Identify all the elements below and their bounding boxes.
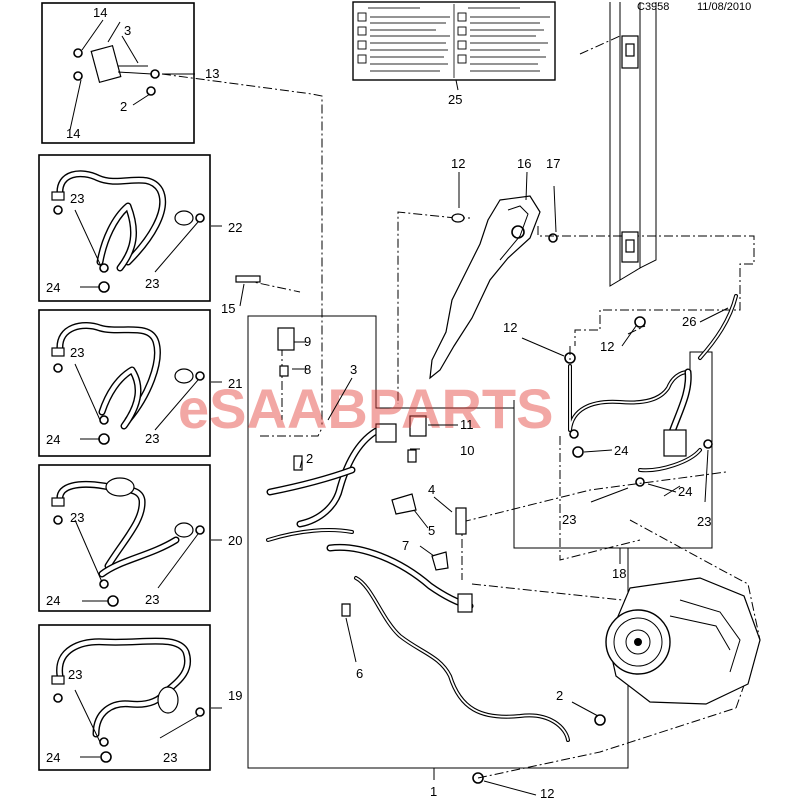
label-23-d: 23	[145, 431, 159, 446]
label-23-i: 23	[562, 512, 576, 527]
warning-label-illustration	[352, 1, 556, 81]
label-leader-lines	[107, 21, 729, 796]
label-6: 6	[356, 666, 363, 681]
label-17: 17	[546, 156, 560, 171]
label-23-c: 23	[70, 345, 84, 360]
label-2-main: 2	[306, 451, 313, 466]
label-18: 18	[612, 566, 626, 581]
inset-box-20	[38, 464, 222, 612]
label-23-h: 23	[163, 750, 177, 765]
label-12-lower: 12	[540, 786, 554, 800]
label-8: 8	[304, 362, 311, 377]
label-13: 13	[205, 66, 219, 81]
label-3: 3	[124, 23, 131, 38]
label-7: 7	[402, 538, 409, 553]
fittings-small	[235, 275, 261, 283]
label-14-lower: 14	[66, 126, 80, 141]
label-21: 21	[228, 376, 242, 391]
label-14: 14	[93, 5, 107, 20]
label-24-c: 24	[46, 593, 60, 608]
esaabparts-watermark: eSAABPARTS	[178, 377, 553, 440]
label-24-e: 24	[614, 443, 628, 458]
condenser-illustration	[609, 2, 657, 287]
label-3-main: 3	[350, 362, 357, 377]
label-24-f: 24	[678, 484, 692, 499]
hose-assembly-18	[513, 294, 738, 549]
label-23-g: 23	[68, 667, 82, 682]
compressor-illustration	[605, 577, 761, 705]
label-16: 16	[517, 156, 531, 171]
drawing-date: 11/08/2010	[697, 1, 751, 13]
inset-box-21	[38, 309, 222, 457]
label-23-f: 23	[145, 592, 159, 607]
label-9: 9	[304, 334, 311, 349]
label-22: 22	[228, 220, 242, 235]
label-15: 15	[221, 301, 235, 316]
inset-box-19	[38, 624, 222, 771]
label-4: 4	[428, 482, 435, 497]
label-10: 10	[460, 443, 474, 458]
inset-box-13	[41, 2, 195, 144]
drawing-code: C3958	[637, 1, 669, 13]
label-2-lower: 2	[556, 688, 563, 703]
label-12-top: 12	[451, 156, 465, 171]
part-number-labels: 14 3 13 2 14 23 22 24 23 23 21 24 23 23 …	[46, 5, 711, 800]
label-25: 25	[448, 92, 462, 107]
bracket-16	[429, 195, 558, 380]
label-5: 5	[428, 523, 435, 538]
label-11: 11	[460, 417, 474, 432]
refrigerant-line-main	[266, 327, 606, 784]
label-23-j: 23	[697, 514, 711, 529]
inset-box-22	[38, 154, 222, 302]
label-23: 23	[70, 191, 84, 206]
label-19: 19	[228, 688, 242, 703]
label-20: 20	[228, 533, 242, 548]
label-23-e: 23	[70, 510, 84, 525]
label-24-b: 24	[46, 432, 60, 447]
label-2: 2	[120, 99, 127, 114]
label-26: 26	[682, 314, 696, 329]
label-12-right: 12	[600, 339, 614, 354]
label-24-d: 24	[46, 750, 60, 765]
label-1: 1	[430, 784, 437, 799]
label-23-b: 23	[145, 276, 159, 291]
label-12-mid: 12	[503, 320, 517, 335]
label-24: 24	[46, 280, 60, 295]
